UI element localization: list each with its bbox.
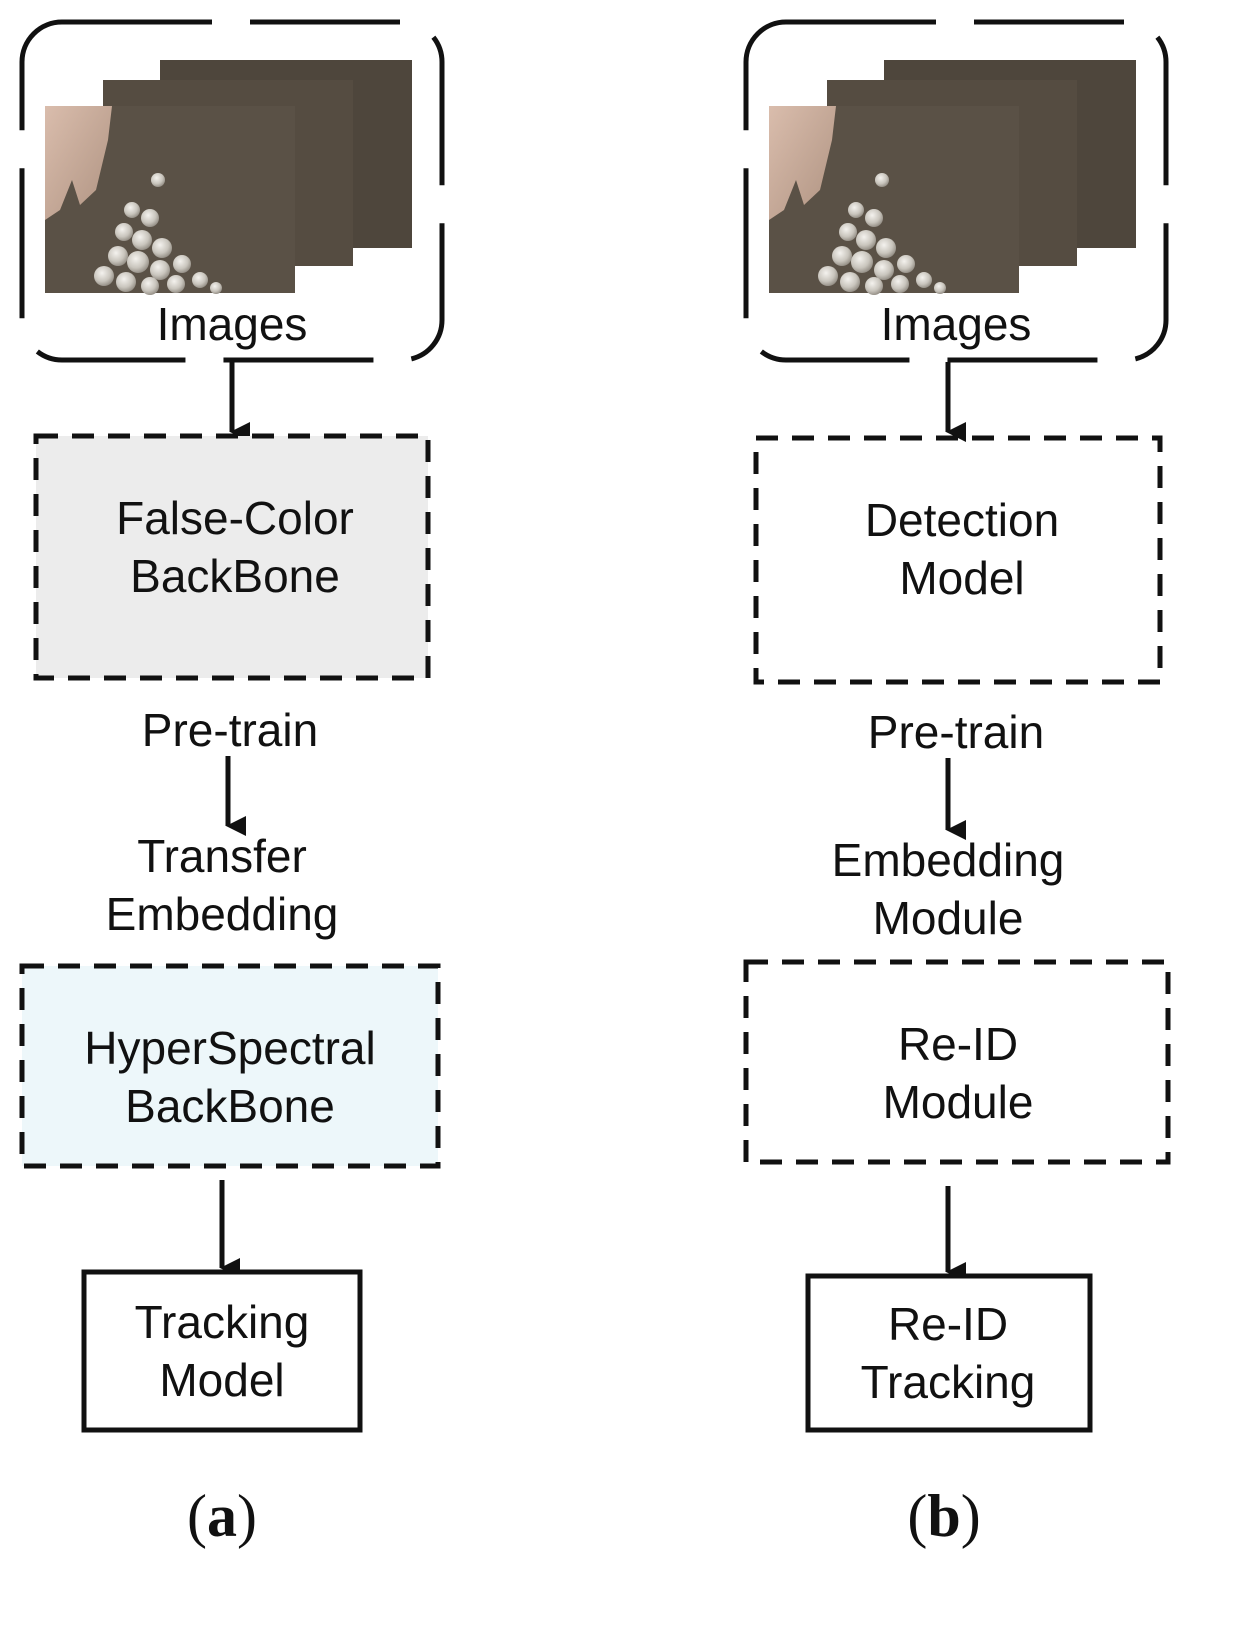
image-frame-front — [45, 106, 295, 295]
coin-pile — [818, 173, 946, 295]
hyperspectral-backbone-box: HyperSpectral BackBone — [19, 963, 441, 1169]
coin-pile — [94, 173, 222, 295]
embedding-label-a: Embedding — [106, 888, 339, 940]
caption-a: (a) — [187, 1483, 257, 1549]
hand-shape — [45, 106, 112, 220]
embedding-label-b: Embedding — [832, 834, 1065, 886]
tracking-model-box: Tracking Model — [81, 1269, 363, 1433]
images-label: Images — [157, 298, 308, 350]
images-group-a: Images — [19, 19, 445, 363]
false-color-backbone-box: False-Color BackBone — [33, 433, 431, 681]
images-label: Images — [881, 298, 1032, 350]
tracking-label: Tracking — [135, 1296, 310, 1348]
images-dashed-frame — [19, 19, 445, 363]
transfer-label: Transfer — [137, 830, 307, 882]
images-dashed-frame — [743, 19, 1169, 363]
module-label-1: Module — [873, 892, 1024, 944]
hyperspectral-label: HyperSpectral — [84, 1022, 375, 1074]
reid-module-box: Re-ID Module — [743, 959, 1171, 1165]
detection-model-box: Detection Model — [753, 435, 1163, 685]
module-label-2: Module — [883, 1076, 1034, 1128]
hand-shape — [769, 106, 836, 220]
backbone-label-1: BackBone — [130, 550, 340, 602]
backbone-label-2: BackBone — [125, 1080, 335, 1132]
images-group-b: Images — [743, 19, 1169, 363]
reid-label-2: Re-ID — [888, 1298, 1008, 1350]
reid-tracking-box: Re-ID Tracking — [805, 1273, 1093, 1433]
model-label-a: Model — [159, 1354, 284, 1406]
reid-label-1: Re-ID — [898, 1018, 1018, 1070]
false-color-label: False-Color — [116, 492, 354, 544]
pretrain-label-a: Pre-train — [142, 704, 318, 756]
panel-a: Images False-Color BackBone Pre-train Tr… — [19, 19, 445, 1549]
detection-label: Detection — [865, 494, 1059, 546]
tracking-label-b: Tracking — [861, 1356, 1036, 1408]
caption-b: (b) — [907, 1483, 980, 1549]
image-frame-front — [769, 106, 1019, 295]
model-label-b: Model — [899, 552, 1024, 604]
panel-b: Images Detection Model Pre-train Embeddi… — [743, 19, 1171, 1549]
pretrain-label-b: Pre-train — [868, 706, 1044, 758]
